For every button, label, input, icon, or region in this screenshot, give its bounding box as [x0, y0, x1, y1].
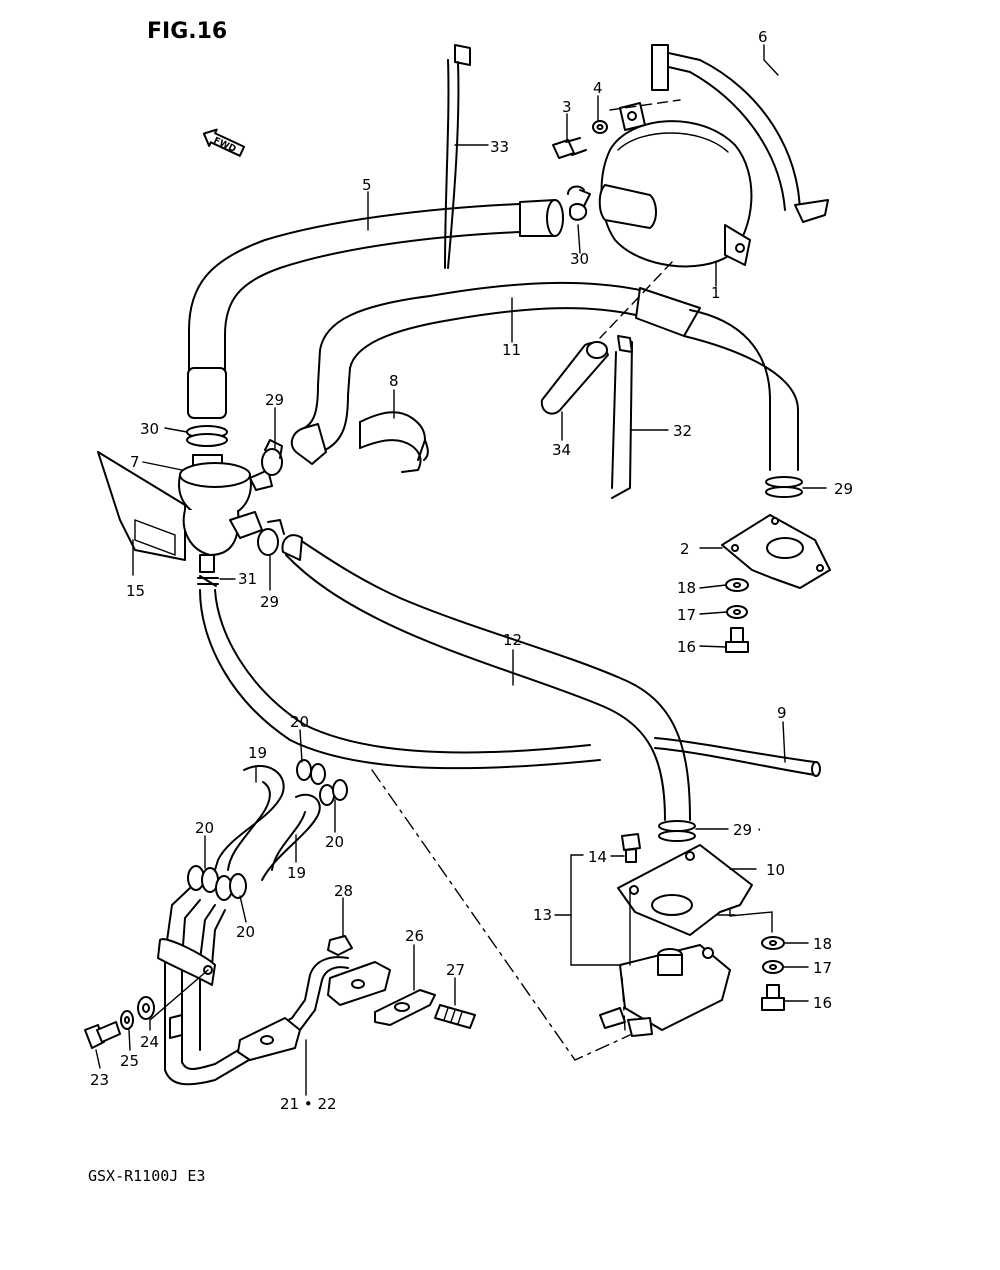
callout-30-top: 30 — [570, 250, 589, 268]
reed-valve-cover-1 — [598, 102, 753, 268]
fwd-direction-marker: FWD — [202, 128, 246, 157]
callout-29-right: 29 — [834, 480, 853, 498]
callout-11: 11 — [502, 341, 521, 359]
callout-34: 34 — [552, 441, 571, 459]
reed-valve-13 — [599, 944, 731, 1037]
bolt-16-upper — [725, 627, 749, 653]
clamp-20-bottom-b — [215, 873, 247, 901]
clamp-30-lower — [186, 425, 228, 447]
callout-19-top: 19 — [248, 744, 267, 762]
clamp-30-upper — [567, 185, 591, 221]
callout-20-left: 20 — [195, 819, 214, 837]
tie-strap-33 — [444, 44, 471, 269]
callout-14: 14 — [588, 848, 607, 866]
leader-lines — [95, 44, 827, 1096]
callout-13: 13 — [533, 906, 552, 924]
callout-17-upper: 17 — [677, 606, 696, 624]
cover-2 — [721, 514, 831, 589]
callout-9: 9 — [777, 704, 787, 722]
callout-20-bottom: 20 — [236, 923, 255, 941]
cap-34 — [540, 341, 609, 415]
clamp-20-top-b — [319, 779, 348, 806]
arrow-left-icon — [202, 128, 246, 157]
hose-11 — [290, 281, 799, 471]
callout-29-valve-top: 29 — [265, 391, 284, 409]
model-code: GSX-R1100J E3 — [88, 1167, 205, 1185]
callout-8: 8 — [389, 372, 399, 390]
clamp-29-a — [261, 439, 283, 476]
callout-10: 10 — [766, 861, 785, 879]
callouts: 1 2 3 4 5 6 7 8 9 10 11 12 13 14 15 16 1… — [90, 28, 853, 1113]
gasket-26 — [374, 989, 436, 1026]
hose-19-right — [261, 793, 321, 881]
bracket-6 — [651, 44, 829, 223]
wire-clip-8 — [359, 411, 429, 473]
hose-31 — [199, 589, 601, 770]
nut-28 — [327, 935, 353, 956]
callout-25: 25 — [120, 1052, 139, 1070]
callout-12: 12 — [503, 631, 522, 649]
callout-18-upper: 18 — [677, 579, 696, 597]
callout-32: 32 — [673, 422, 692, 440]
bolt-23 — [84, 1021, 121, 1049]
washer-18-lower — [761, 936, 785, 950]
clamp-20-bottom-a — [187, 865, 219, 893]
cover-10 — [617, 844, 753, 936]
callout-3: 3 — [562, 98, 572, 116]
callout-31: 31 — [238, 570, 257, 588]
pair-valve-7 — [97, 451, 273, 573]
callout-33: 33 — [490, 138, 509, 156]
callout-26: 26 — [405, 927, 424, 945]
bolt-16-lower — [761, 984, 785, 1011]
callout-29-lower: 29 · — [733, 821, 762, 839]
washer-4 — [592, 120, 608, 134]
callout-20-right: 20 — [325, 833, 344, 851]
hose-5 — [187, 199, 564, 419]
bolt-14 — [621, 833, 641, 863]
callout-16-upper: 16 — [677, 638, 696, 656]
callout-2: 2 — [680, 540, 690, 558]
pipe-21-22 — [157, 887, 391, 1086]
callout-19-bottom: 19 — [287, 864, 306, 882]
callout-7: 7 — [130, 453, 140, 471]
callout-20-top: 20 — [290, 713, 309, 731]
callout-4: 4 — [593, 79, 603, 97]
clamp-29-b — [257, 519, 285, 556]
washer-17-lower — [762, 960, 784, 974]
clamp-29-d — [658, 820, 696, 842]
stud-27 — [434, 1004, 476, 1029]
hose-12 — [281, 534, 691, 821]
callout-21-22: 21 • 22 — [280, 1095, 337, 1113]
callout-17-lower: 17 — [813, 959, 832, 977]
callout-5: 5 — [362, 176, 372, 194]
callout-23: 23 — [90, 1071, 109, 1089]
clamp-31 — [197, 575, 219, 587]
bolt-3 — [552, 137, 587, 159]
callout-1: 1 — [711, 284, 721, 302]
pipe-9 — [654, 737, 821, 777]
callout-30-left: 30 — [140, 420, 159, 438]
callout-15: 15 — [126, 582, 145, 600]
washer-25 — [120, 1010, 134, 1030]
hose-19-left — [211, 765, 285, 881]
callout-29-valve-bottom: 29 — [260, 593, 279, 611]
callout-6: 6 — [758, 28, 768, 46]
washer-18-upper — [725, 578, 749, 592]
clamp-20-top-a — [296, 759, 326, 785]
callout-28: 28 — [334, 882, 353, 900]
washer-17-upper — [726, 605, 748, 619]
figure-title: FIG.16 — [147, 19, 227, 44]
callout-18-lower: 18 — [813, 935, 832, 953]
callout-24: 24 — [140, 1033, 159, 1051]
clamp-29-c — [765, 476, 803, 498]
callout-27: 27 — [446, 961, 465, 979]
tie-strap-32 — [611, 335, 633, 499]
callout-16-lower: 16 — [813, 994, 832, 1012]
washer-24 — [137, 996, 155, 1020]
